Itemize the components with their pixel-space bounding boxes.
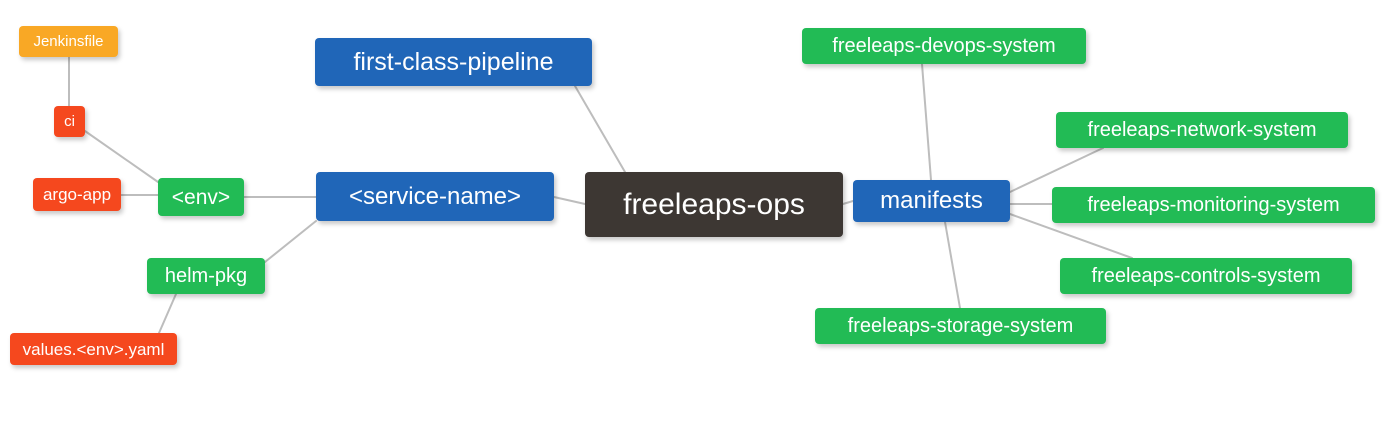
mindmap-node-label: freeleaps-network-system (1087, 119, 1317, 141)
mindmap-node-label: freeleaps-storage-system (847, 315, 1074, 337)
mindmap-node-freeleaps-monitoring-system[interactable]: freeleaps-monitoring-system (1052, 187, 1375, 223)
mindmap-node-label: <env> (171, 185, 231, 209)
mindmap-node-label: <service-name> (348, 182, 522, 210)
edge-freeleaps-ops-to-first-class-pipeline (574, 85, 626, 173)
edge-helm-pkg-to-values-env-yaml (158, 293, 177, 334)
edge-freeleaps-ops-to-manifests (842, 200, 854, 205)
mindmap-node-freeleaps-controls-system[interactable]: freeleaps-controls-system (1060, 258, 1352, 294)
mindmap-node-values-env-yaml[interactable]: values.<env>.yaml (10, 333, 177, 365)
edge-manifests-to-freeleaps-devops-system (921, 63, 932, 181)
mindmap-node-freeleaps-network-system[interactable]: freeleaps-network-system (1056, 112, 1348, 148)
mindmap-node-helm-pkg[interactable]: helm-pkg (147, 258, 265, 294)
mindmap-node-env[interactable]: <env> (158, 178, 244, 216)
mindmap-node-freeleaps-devops-system[interactable]: freeleaps-devops-system (802, 28, 1086, 64)
mindmap-node-manifests[interactable]: manifests (853, 180, 1010, 222)
mindmap-node-first-class-pipeline[interactable]: first-class-pipeline (315, 38, 592, 86)
mindmap-node-jenkinsfile[interactable]: Jenkinsfile (19, 26, 118, 57)
edge-service-name-to-helm-pkg (264, 220, 317, 263)
edge-freeleaps-ops-to-service-name (553, 196, 586, 205)
mindmap-node-label: argo-app (42, 185, 112, 204)
mindmap-node-label: freeleaps-monitoring-system (1087, 194, 1340, 216)
mindmap-node-label: values.<env>.yaml (22, 339, 165, 359)
mindmap-node-label: first-class-pipeline (353, 47, 554, 76)
edge-env-to-ci (84, 130, 159, 183)
mindmap-node-label: freeleaps-ops (623, 187, 805, 221)
mindmap-node-label: manifests (880, 187, 983, 214)
mindmap-node-label: freeleaps-devops-system (832, 35, 1056, 57)
mindmap-node-ci[interactable]: ci (54, 106, 85, 137)
mindmap-node-label: ci (64, 113, 75, 130)
edge-manifests-to-freeleaps-storage-system (944, 221, 961, 309)
mindmap-node-label: helm-pkg (164, 265, 248, 287)
mindmap-node-freeleaps-storage-system[interactable]: freeleaps-storage-system (815, 308, 1106, 344)
mindmap-node-argo-app[interactable]: argo-app (33, 178, 121, 211)
mindmap-node-label: freeleaps-controls-system (1091, 265, 1321, 287)
edge-manifests-to-freeleaps-network-system (1009, 147, 1104, 193)
mindmap-node-service-name[interactable]: <service-name> (316, 172, 554, 221)
mindmap-node-label: Jenkinsfile (33, 33, 104, 50)
mindmap-node-freeleaps-ops[interactable]: freeleaps-ops (585, 172, 843, 237)
